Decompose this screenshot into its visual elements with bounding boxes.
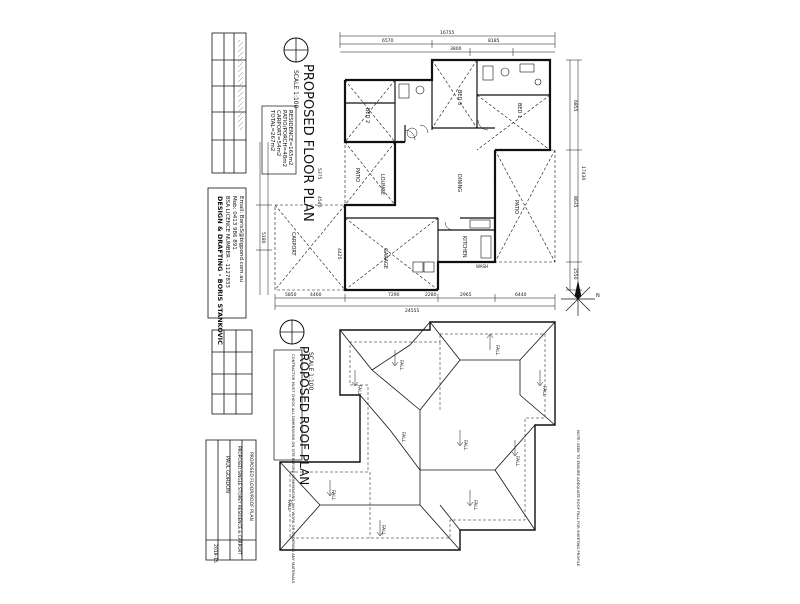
fall-label-8: FALL bbox=[286, 500, 292, 511]
roof-plan-title: PROPOSED ROOF PLAN bbox=[297, 346, 311, 485]
room-bed3: BED 3 bbox=[456, 90, 462, 105]
designer-company: DESIGN & DRAFTING - BORIS STANKOVIC bbox=[216, 196, 224, 345]
room-kitchen: KITCHEN bbox=[461, 236, 467, 258]
dim-top-total: 16755 bbox=[440, 30, 454, 36]
north-arrow-icon bbox=[561, 281, 595, 316]
fall-label-2: FALL bbox=[398, 360, 404, 371]
roof-plan-scale: SCALE 1:100 bbox=[307, 352, 314, 391]
fall-label-1: FALL bbox=[356, 385, 362, 396]
area-summary: RESIDENCE=165m2 PATIO/PORCH=48m2 CARPORT… bbox=[261, 105, 297, 175]
fall-labels: FALL FALL FALL FALL FALL FALL FALL FALL … bbox=[286, 345, 547, 536]
legend-block-top bbox=[211, 32, 247, 174]
fall-label-11: FALL bbox=[472, 500, 478, 511]
dim-left-b: 4540 bbox=[316, 196, 322, 208]
contractor-note: CONTRACTOR MUST CHECK ALL DIMENSIONS ON … bbox=[273, 349, 303, 584]
floor-plan: 16755 6570 8185 3800 bbox=[256, 30, 586, 314]
designer-licence: BSA LICENCE NUMBER - 1127833 bbox=[224, 196, 230, 288]
dim-left-c: 4425 bbox=[336, 248, 342, 260]
floor-plan-title-group: PROPOSED FLOOR PLAN SCALE 1:100 bbox=[292, 64, 315, 222]
title-address: PROPOSED SINGLE STOREY RESIDENCE & CARPO… bbox=[237, 446, 242, 555]
designer-mobile: Mob: 0413 986 891 bbox=[231, 196, 237, 250]
scale-circle-top bbox=[283, 37, 309, 63]
dim-right-b: 8635 bbox=[572, 196, 578, 208]
dim-top-b: 8185 bbox=[488, 38, 500, 44]
fall-label-5: FALL bbox=[400, 432, 406, 443]
title-client: PAUL GORDON bbox=[224, 456, 230, 493]
title-block-bottom bbox=[205, 329, 257, 561]
dim-bottom-a: 5850 bbox=[285, 292, 297, 298]
floor-plan-scale: SCALE 1:100 bbox=[292, 70, 299, 109]
area-residence: RESIDENCE=165m2 bbox=[287, 110, 293, 166]
dim-bottom-e: 2965 bbox=[460, 292, 472, 298]
fall-label-4: FALL bbox=[541, 386, 547, 397]
area-patio-porch: PATIO/PORCH=48m2 bbox=[281, 110, 287, 167]
dim-top-a: 6570 bbox=[382, 38, 394, 44]
fall-label-10: FALL bbox=[380, 525, 386, 536]
dim-right-a: 6855 bbox=[572, 100, 578, 112]
room-bed1: BED 1 bbox=[516, 103, 522, 118]
dim-bottom-total: 24555 bbox=[405, 308, 419, 314]
room-bed2: BED 2 bbox=[364, 108, 370, 123]
fall-label-6: FALL bbox=[462, 440, 468, 451]
side-note: NOTE: SEEK TO ENSURE ADEQUATE ROOF FALL … bbox=[576, 430, 581, 567]
fall-label-7: FALL bbox=[514, 456, 520, 467]
fall-label-3: FALL bbox=[494, 345, 500, 356]
dim-left-d: 5180 bbox=[260, 232, 266, 244]
side-note-text: NOTE: SEEK TO ENSURE ADEQUATE ROOF FALL … bbox=[576, 430, 581, 567]
room-dining: DINING bbox=[456, 174, 462, 192]
room-carport: CARPORT bbox=[290, 232, 296, 256]
room-garage: GARAGE bbox=[382, 248, 388, 269]
designer-block: DESIGN & DRAFTING - BORIS STANKOVIC BSA … bbox=[207, 187, 247, 345]
dim-left-a: 5375 bbox=[316, 168, 322, 180]
contractor-note-text: CONTRACTOR MUST CHECK ALL DIMENSIONS ON … bbox=[291, 354, 296, 584]
dim-bottom-f: 6440 bbox=[515, 292, 527, 298]
title-drawing: PROPOSED FLOOR/ROOF PLAN bbox=[248, 452, 254, 521]
room-lounge: LOUNGE bbox=[379, 174, 385, 195]
scale-circle-bottom bbox=[279, 319, 305, 345]
area-carport: CARPORT=54m2 bbox=[275, 110, 281, 156]
title-number: 2018-15 bbox=[212, 544, 218, 563]
room-patio-right: PATIO bbox=[513, 200, 519, 214]
dim-top-c: 3800 bbox=[450, 46, 462, 52]
roof-plan bbox=[279, 321, 556, 551]
north-label: N bbox=[596, 293, 600, 299]
dim-bottom-d: 2280 bbox=[425, 292, 437, 298]
room-wash: WASH bbox=[476, 264, 488, 269]
area-total: TOTAL=267m2 bbox=[269, 109, 275, 151]
room-patio-left: PATIO bbox=[354, 168, 360, 182]
dim-bottom-c: 7290 bbox=[388, 292, 400, 298]
designer-email: Email: BorisS@bigpond.com.au bbox=[238, 196, 244, 282]
dim-right-total: 17430 bbox=[580, 166, 586, 180]
dim-right-c: 2550 bbox=[572, 268, 578, 280]
fall-label-9: FALL bbox=[330, 490, 336, 501]
floor-plan-title: PROPOSED FLOOR PLAN bbox=[300, 64, 315, 222]
dim-bottom-b: 4460 bbox=[310, 292, 322, 298]
